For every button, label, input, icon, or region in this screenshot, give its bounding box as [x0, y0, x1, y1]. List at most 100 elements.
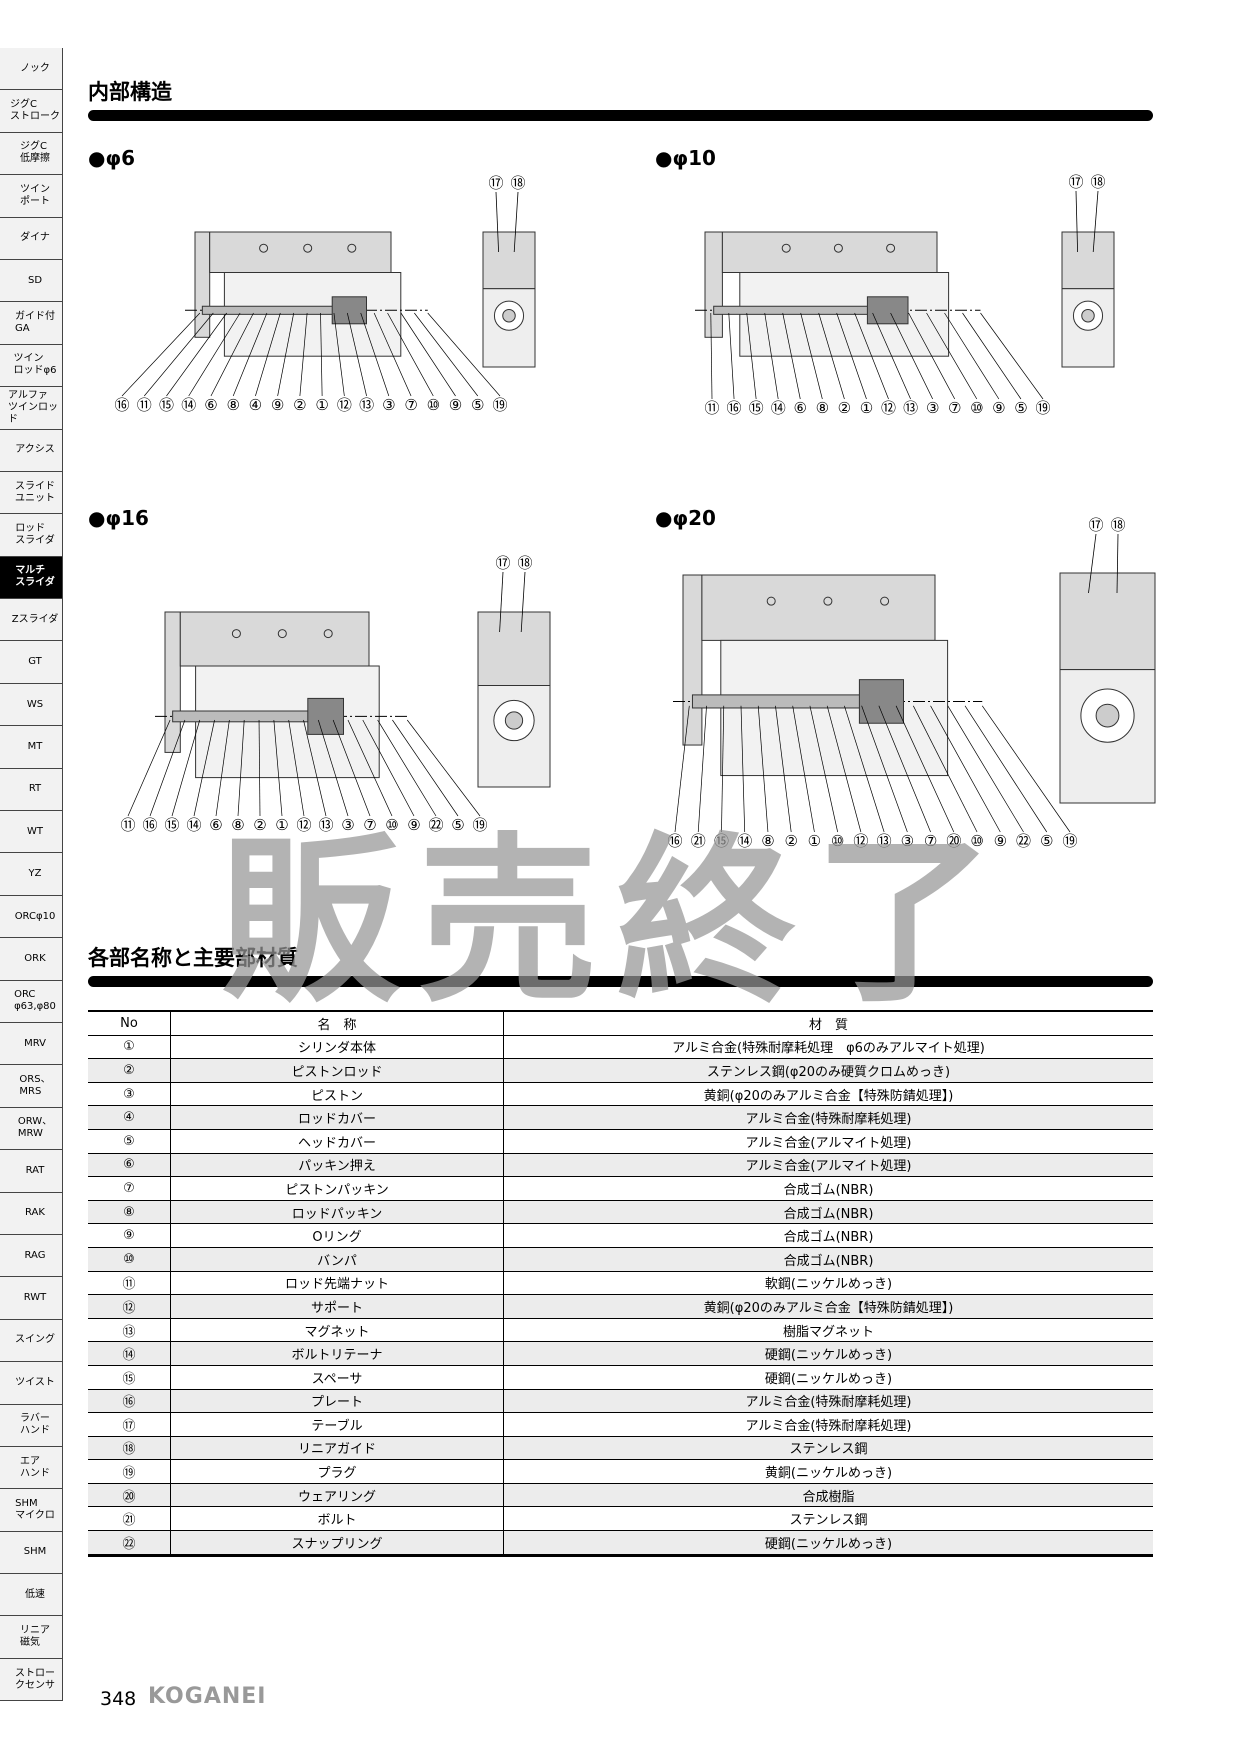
sidebar-item[interactable]: リニア 磁気 [0, 1616, 63, 1659]
callout-label: ⑫ [853, 832, 868, 850]
sidebar-item[interactable]: YZ [0, 853, 63, 896]
bolt-hole [833, 243, 843, 253]
leader-line [232, 312, 268, 397]
part-name: シリンダ本体 [170, 1035, 504, 1060]
callout-label: ③ [382, 396, 395, 414]
sidebar-item[interactable]: スイング [0, 1319, 63, 1363]
sidebar-item[interactable]: ロッド スライダ [0, 514, 63, 557]
callout-label: ② [293, 396, 306, 414]
sidebar-item[interactable]: SHM マイクロ [0, 1489, 63, 1532]
sidebar-item[interactable]: マルチ スライダ [0, 556, 63, 600]
sidebar-item[interactable]: WT [0, 811, 63, 854]
callout-label: ⑩ [831, 832, 844, 850]
sidebar-item[interactable]: WS [0, 683, 63, 727]
sidebar-item[interactable]: スライド ユニット [0, 471, 63, 515]
part-name: ロッドカバー [170, 1105, 504, 1130]
part-no: ⑩ [88, 1247, 171, 1272]
callout-label: ⑨ [994, 832, 1007, 850]
sidebar-item[interactable]: SHM [0, 1531, 63, 1575]
bolt-hole [259, 243, 269, 253]
leader-line [171, 719, 201, 817]
leader-line [258, 719, 261, 817]
part-no: ⑧ [88, 1200, 171, 1225]
sidebar-item[interactable]: アクシス [0, 429, 63, 472]
end-plate [682, 574, 703, 746]
callout-label: ⑰ [1088, 516, 1103, 534]
part-no: ㉒ [88, 1530, 171, 1557]
sidebar-item[interactable]: GT [0, 641, 63, 684]
callout-label: ⑭ [771, 399, 786, 417]
sidebar-item[interactable]: MRV [0, 1022, 63, 1066]
callout-label: ⑥ [209, 816, 222, 834]
sidebar-item[interactable]: ジグC ストローク [0, 90, 63, 133]
leader-line [392, 719, 459, 817]
sidebar-item[interactable]: エア ハンド [0, 1446, 63, 1490]
sidebar-item[interactable]: ツイン ポート [0, 175, 63, 218]
leader-line [746, 312, 757, 400]
diagram-title-phi16: ●φ16 [88, 506, 149, 530]
sidebar-item[interactable]: RAK [0, 1192, 63, 1235]
sidebar-item[interactable]: ストロー クセンサ [0, 1658, 63, 1702]
part-name: ウェアリング [170, 1483, 504, 1508]
sidebar-item[interactable]: ORK [0, 938, 63, 981]
leader-line [362, 719, 415, 817]
sidebar-item[interactable]: ツイスト [0, 1362, 63, 1405]
part-name: プレート [170, 1389, 504, 1414]
leader-line [792, 705, 815, 833]
bolt-hole [886, 243, 896, 253]
callout-label: ② [838, 399, 851, 417]
leader-line [1075, 190, 1078, 253]
sidebar-item[interactable]: ツイン ロッドφ6 [0, 344, 63, 388]
sidebar-item[interactable]: RT [0, 768, 63, 812]
end-view-rod [502, 308, 516, 323]
sidebar-item[interactable]: 低速 [0, 1574, 63, 1617]
callout-label: ⑬ [877, 832, 892, 850]
piston-rod [201, 305, 355, 315]
bolt-hole [880, 596, 890, 606]
sidebar-item[interactable]: アルファ ツインロッド [0, 387, 63, 430]
section-divider [88, 976, 1153, 987]
sidebar-item[interactable]: ジグC 低摩擦 [0, 132, 63, 176]
sidebar-item[interactable]: ノック [0, 48, 63, 91]
leader-line [826, 705, 862, 833]
piston-rod [713, 305, 895, 315]
sidebar-item[interactable]: Zスライダ [0, 599, 63, 642]
leader-line [818, 312, 845, 400]
end-plate [164, 611, 181, 753]
leader-line [721, 705, 725, 833]
leader-line [400, 312, 456, 397]
sidebar-item[interactable]: ガイド付 GA [0, 302, 63, 345]
sidebar-item[interactable]: ORS、 MRS [0, 1065, 63, 1108]
part-name: バンパ [170, 1247, 504, 1272]
leader-line [890, 312, 933, 400]
sidebar-item[interactable]: RAG [0, 1234, 63, 1278]
sidebar-item[interactable]: ダイナ [0, 217, 63, 260]
sidebar-item[interactable]: MT [0, 726, 63, 769]
leader-line [288, 719, 305, 817]
sidebar-item[interactable]: RAT [0, 1150, 63, 1193]
sidebar-item[interactable]: ORC φ63,φ80 [0, 980, 63, 1023]
callout-label: ⑥ [794, 399, 807, 417]
callout-label: ⑩ [970, 399, 983, 417]
sidebar-item[interactable]: ラバー ハンド [0, 1404, 63, 1447]
leader-line [188, 312, 241, 397]
callout-label: ⑫ [296, 816, 311, 834]
callout-label: ⑨ [271, 396, 284, 414]
part-material: 黄銅(φ20のみアルミ合金【特殊防錆処理】) [503, 1294, 1153, 1319]
sidebar-item[interactable]: SD [0, 259, 63, 303]
leader-line [757, 705, 769, 833]
leader-line [964, 705, 1048, 833]
part-no: ⑮ [88, 1365, 171, 1390]
part-material: アルミ合金(アルマイト処理) [503, 1153, 1153, 1178]
sidebar-item[interactable]: RWT [0, 1277, 63, 1320]
sidebar-item[interactable]: ORW、 MRW [0, 1107, 63, 1151]
sidebar-item[interactable]: ORCφ10 [0, 895, 63, 939]
part-name: テーブル [170, 1412, 504, 1437]
callout-label: ⑥ [204, 396, 217, 414]
